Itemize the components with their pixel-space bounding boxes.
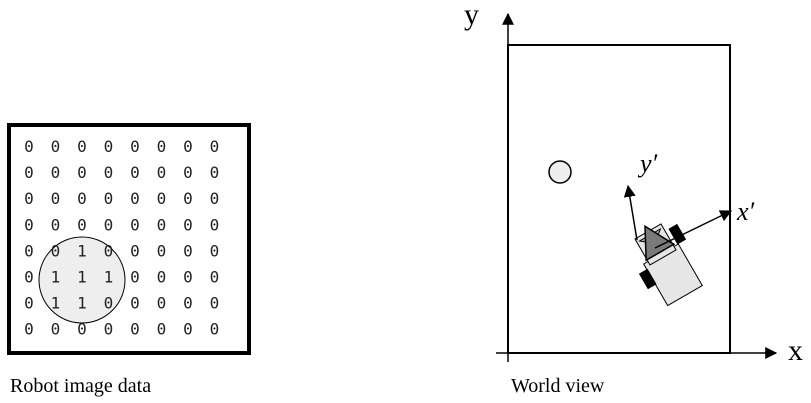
grid-cell: 0 bbox=[210, 320, 220, 339]
grid-cell: 0 bbox=[104, 294, 114, 313]
grid-cell: 0 bbox=[77, 215, 87, 234]
grid-cell: 0 bbox=[77, 137, 87, 156]
grid-cell: 0 bbox=[51, 163, 61, 182]
ball bbox=[548, 160, 572, 184]
grid-cell: 0 bbox=[157, 268, 167, 287]
grid-cell: 0 bbox=[104, 215, 114, 234]
grid-cell: 0 bbox=[104, 189, 114, 208]
grid-cell: 0 bbox=[183, 215, 193, 234]
world-x-label: x bbox=[788, 334, 803, 367]
grid-cell: 0 bbox=[210, 163, 220, 182]
image-frame bbox=[7, 123, 251, 355]
grid-cell: 0 bbox=[104, 241, 114, 260]
grid-cell: 0 bbox=[183, 189, 193, 208]
robot bbox=[634, 223, 704, 307]
grid-cell: 0 bbox=[24, 137, 34, 156]
grid-cell: 0 bbox=[130, 163, 140, 182]
grid-cell: 0 bbox=[24, 189, 34, 208]
grid-cell: 0 bbox=[24, 163, 34, 182]
grid-cell: 0 bbox=[157, 163, 167, 182]
grid-cell: 0 bbox=[157, 137, 167, 156]
grid-cell: 0 bbox=[183, 294, 193, 313]
grid-cell: 0 bbox=[51, 241, 61, 260]
world-boundary bbox=[507, 44, 731, 354]
grid-cell: 0 bbox=[210, 189, 220, 208]
grid-cell: 0 bbox=[77, 320, 87, 339]
grid-cell: 0 bbox=[77, 163, 87, 182]
robot-x-label: x′ bbox=[736, 197, 755, 226]
grid-cell: 0 bbox=[104, 320, 114, 339]
left-wheel bbox=[638, 268, 657, 290]
grid-cell: 0 bbox=[104, 163, 114, 182]
grid-cell: 0 bbox=[51, 137, 61, 156]
grid-cell: 0 bbox=[157, 215, 167, 234]
grid-cell: 0 bbox=[24, 294, 34, 313]
robot-x-axis bbox=[654, 210, 733, 249]
grid-cell: 0 bbox=[51, 320, 61, 339]
grid-cell: 1 bbox=[51, 294, 61, 313]
grid-cell: 0 bbox=[157, 320, 167, 339]
grid-cell: 0 bbox=[210, 241, 220, 260]
grid-cell: 0 bbox=[183, 163, 193, 182]
grid-cell: 1 bbox=[77, 294, 87, 313]
grid-cell: 0 bbox=[24, 320, 34, 339]
right-wheel bbox=[668, 223, 687, 245]
grid-cell: 0 bbox=[130, 137, 140, 156]
grid-cell: 0 bbox=[24, 215, 34, 234]
grid-cell: 0 bbox=[183, 241, 193, 260]
grid-cell: 0 bbox=[104, 137, 114, 156]
robot-y-axis bbox=[623, 184, 638, 241]
grid-cell: 0 bbox=[183, 268, 193, 287]
right-caption: World view bbox=[511, 375, 605, 397]
grid-cell: 0 bbox=[51, 215, 61, 234]
grid-cell: 0 bbox=[24, 268, 34, 287]
left-caption: Robot image data bbox=[10, 375, 151, 397]
grid-cell: 0 bbox=[51, 189, 61, 208]
grid-cell: 0 bbox=[210, 137, 220, 156]
grid-cell: 1 bbox=[77, 241, 87, 260]
grid-cell: 0 bbox=[130, 189, 140, 208]
grid-cell: 0 bbox=[210, 294, 220, 313]
robot-y-label: y′ bbox=[637, 149, 658, 178]
grid-cell: 0 bbox=[183, 320, 193, 339]
grid-cell: 1 bbox=[104, 268, 114, 287]
grid-cell: 0 bbox=[130, 294, 140, 313]
grid-cell: 1 bbox=[77, 268, 87, 287]
grid-cell: 0 bbox=[24, 241, 34, 260]
grid-cell: 1 bbox=[51, 268, 61, 287]
robot-heading-triangle bbox=[644, 224, 676, 262]
grid-cell: 0 bbox=[157, 189, 167, 208]
grid-cell: 0 bbox=[183, 137, 193, 156]
grid-cell: 0 bbox=[130, 320, 140, 339]
grid-cell: 0 bbox=[157, 294, 167, 313]
grid-cell: 0 bbox=[210, 268, 220, 287]
grid-cell: 0 bbox=[157, 241, 167, 260]
world-y-label: y bbox=[464, 0, 479, 31]
grid-cell: 0 bbox=[210, 215, 220, 234]
grid-cell: 0 bbox=[130, 241, 140, 260]
grid-cell: 0 bbox=[130, 268, 140, 287]
grid-cell: 0 bbox=[77, 189, 87, 208]
grid-cell: 0 bbox=[130, 215, 140, 234]
world-view-panel: y x y′ x′ World view bbox=[464, 0, 803, 397]
ball-blob-outline bbox=[38, 236, 126, 324]
